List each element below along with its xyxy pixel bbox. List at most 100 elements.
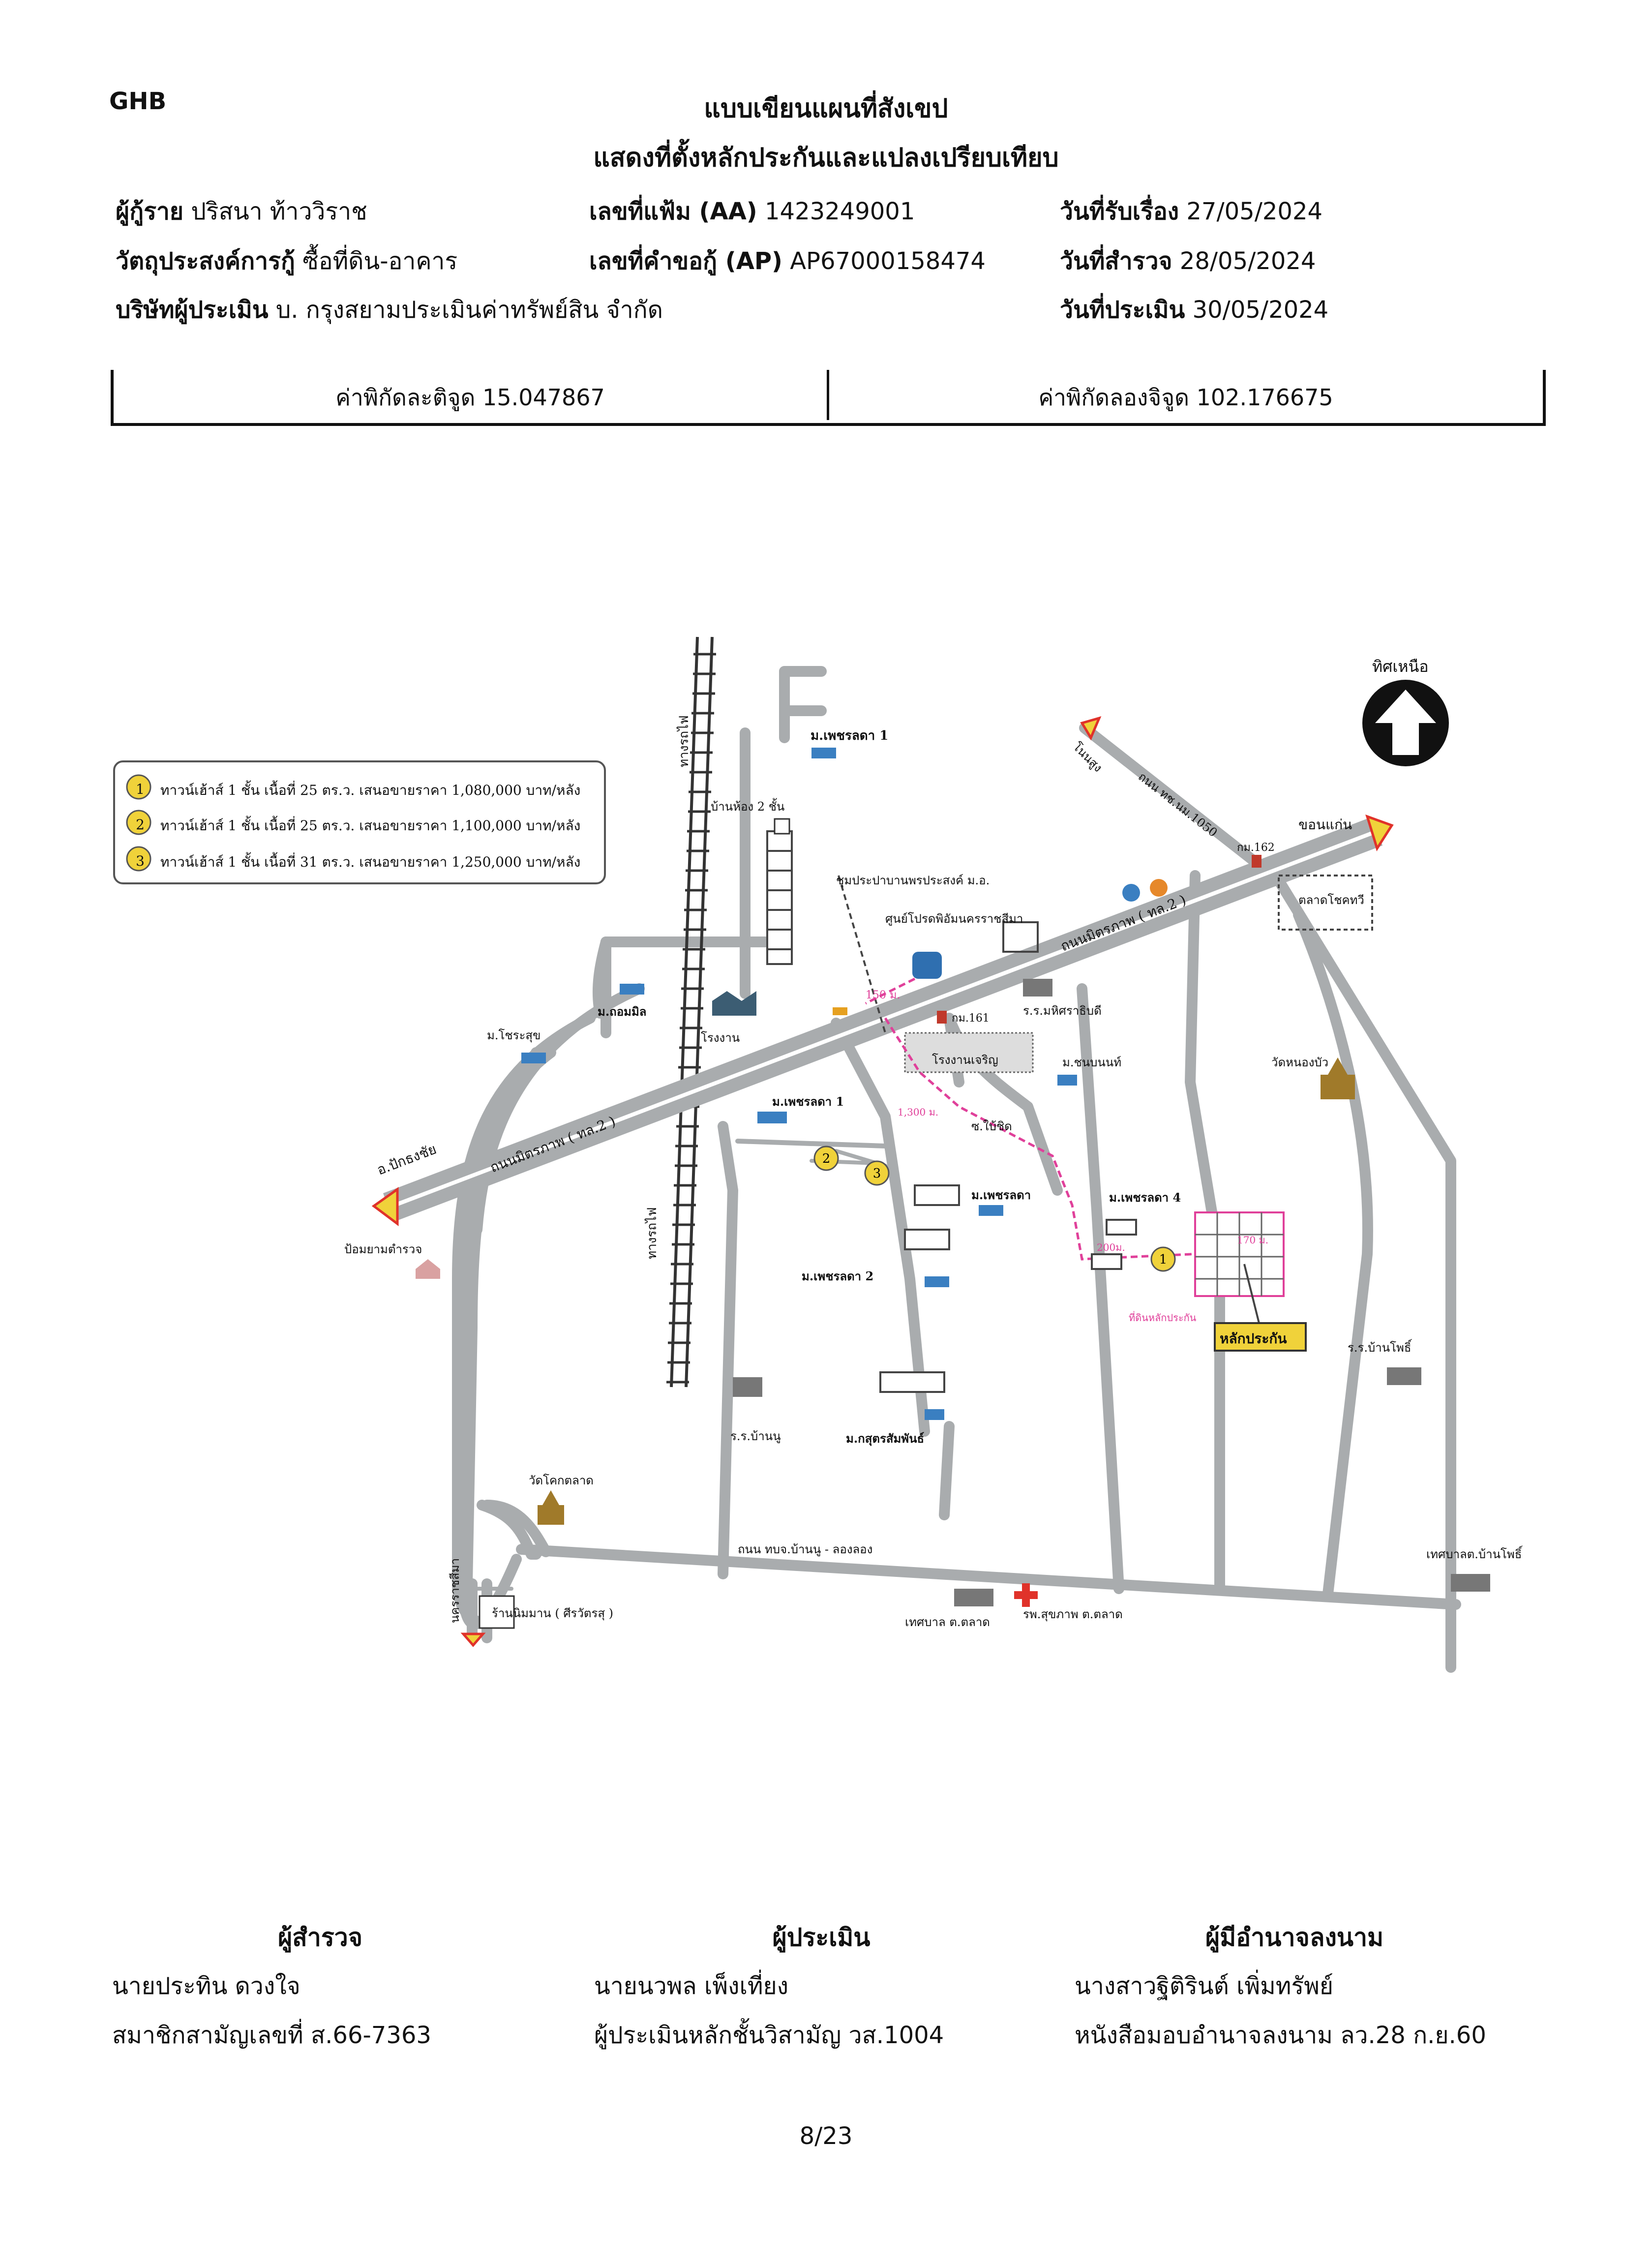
arrow-khon-kaen-icon	[1365, 814, 1394, 851]
title-line-2: แสดงที่ตั้งหลักประกันและแปลงเปรียบเทียบ	[593, 143, 1059, 173]
label-moo-phet-1-top: ม.เพชรลดา 1	[811, 728, 889, 743]
survey-value: 28/05/2024	[1179, 247, 1316, 275]
file-no-row: เลขที่แฟ้ม (AA) 1423249001	[589, 193, 915, 230]
latitude-label: ค่าพิกัดละติจูด	[335, 384, 476, 411]
request-no-value: AP67000158474	[790, 247, 986, 275]
appraise-date-row: วันที่ประเมิน 30/05/2024	[1060, 291, 1328, 329]
label-khon-kaen: ขอนแก่น	[1298, 816, 1352, 833]
label-km161: กม.161	[952, 1012, 990, 1025]
label-moo-phet-1-mid: ม.เพชรลดา 1	[772, 1094, 844, 1109]
compare-markers: 2 3 1	[813, 1146, 1176, 1272]
longitude-label: ค่าพิกัดลองจิจูด	[1038, 384, 1190, 411]
coordinates-box: ค่าพิกัดละติจูด 15.047867 ค่าพิกัดลองจิจ…	[111, 370, 1546, 426]
legend-item-2: ทาวน์เฮ้าส์ 1 ชั้น เนื้อที่ 25 ตร.ว. เสน…	[160, 817, 581, 834]
title-line-1: แบบเขียนแผนที่สังเขป	[704, 94, 948, 123]
request-no-row: เลขที่คำขอกู้ (AP) AP67000158474	[589, 242, 986, 280]
survey-date-row: วันที่สำรวจ 28/05/2024	[1060, 242, 1316, 280]
arrow-nakhon-icon	[460, 1632, 486, 1647]
latitude-value: 15.047867	[482, 384, 605, 411]
received-value: 27/05/2024	[1186, 198, 1323, 225]
label-utility-center: ชุมประปาบานพรประสงค์ ม.อ.	[836, 874, 990, 887]
survey-label: วันที่สำรวจ	[1060, 247, 1172, 275]
label-health: รพ.สุขภาพ ต.ตลาด	[1023, 1607, 1123, 1621]
appraiser-detail: ผู้ประเมินหลักชั้นวิสามัญ วส.1004	[594, 2022, 944, 2049]
railway	[666, 636, 716, 1388]
label-dist-200: 200ม.	[1097, 1241, 1125, 1253]
label-moo-phet: ม.เพชรลดา	[971, 1188, 1031, 1202]
label-moo-phet-2: ม.เพชรลดา 2	[802, 1269, 874, 1283]
legend-item-1: ทาวน์เฮ้าส์ 1 ชั้น เนื้อที่ 25 ตร.ว. เสน…	[160, 782, 581, 798]
legend-num-1: 1	[136, 781, 145, 797]
arrow-pak-thong-chai-icon	[371, 1187, 399, 1226]
route-to-asset	[865, 977, 1235, 1261]
appraiser-company-value: บ. กรุงสยามประเมินค่าทรัพย์สิน จำกัด	[275, 296, 663, 324]
file-no-label: เลขที่แฟ้ม (AA)	[589, 198, 757, 225]
received-label: วันที่รับเรื่อง	[1060, 198, 1179, 225]
page-number: 8/23	[799, 2122, 853, 2150]
label-dist-1300: 1,300 ม.	[898, 1106, 939, 1118]
school-center-box	[1002, 921, 1039, 953]
label-moo-phet-4: ม.เพชรลดา 4	[1109, 1190, 1181, 1205]
subject-plot	[1194, 1211, 1285, 1297]
label-nakhon-road: นครราชสีมา	[448, 1558, 462, 1623]
longitude-cell: ค่าพิกัดลองจิจูด 102.176675	[829, 380, 1542, 416]
label-ban-hong: บ้านห้อง 2 ชั้น	[711, 800, 785, 814]
borrower-row: ผู้กู้ราย ปริสนา ท้าววิราช	[116, 193, 367, 230]
housing-blocks	[766, 830, 1137, 1393]
purpose-label: วัตถุประสงค์การกู้	[116, 247, 295, 275]
label-school-mahit: ร.ร.มหิศราธิบดี	[1023, 1004, 1102, 1018]
label-moo-kasert: ม.กสุตรสัมพันธ์	[846, 1431, 925, 1446]
label-shop-nakhon: ร้านนิมมาน ( ศีรวัตรสุ )	[492, 1606, 614, 1620]
legend-num-3: 3	[136, 853, 145, 869]
label-market: ตลาดโชคทวี	[1298, 893, 1364, 907]
label-factory-2: โรงงานเจริญ	[932, 1053, 998, 1067]
label-factory: โรงงาน	[701, 1031, 740, 1045]
coordinates-divider	[827, 370, 829, 420]
longitude-value: 102.176675	[1196, 384, 1333, 411]
legend-markers	[126, 774, 151, 872]
label-dist-150: 150 ม.	[866, 989, 901, 1001]
appraiser-company-row: บริษัทผู้ประเมิน บ. กรุงสยามประเมินค่าทร…	[116, 291, 663, 329]
arrow-non-sung-icon	[1080, 716, 1102, 741]
north-label: ทิศเหนือ	[1372, 657, 1429, 676]
appraiser-heading: ผู้ประเมิน	[772, 1923, 871, 1952]
label-police-box: ป้อมยามตำรวจ	[344, 1242, 422, 1256]
surveyor-name: นายประทิน ดวงใจ	[112, 1972, 300, 2000]
label-dist-170: 170 ม.	[1237, 1234, 1269, 1246]
dashed-boundary	[838, 875, 886, 1033]
request-no-label: เลขที่คำขอกู้ (AP)	[589, 247, 782, 275]
surveyor-detail: สมาชิกสามัญเลขที่ ส.66-7363	[112, 2022, 431, 2049]
nakhon-box	[479, 1595, 515, 1629]
highway-mittraphap	[383, 817, 1383, 1222]
label-moo-chonnabot: ม.ชนบนนท์	[1062, 1056, 1122, 1069]
label-school-ban-nu: ร.ร.บ้านนู	[730, 1429, 781, 1443]
file-no-value: 1423249001	[764, 198, 915, 225]
borrower-value: ปริสนา ท้าววิราช	[191, 198, 367, 225]
latitude-cell: ค่าพิกัดละติจูด 15.047867	[114, 380, 827, 416]
borrower-label: ผู้กู้ราย	[116, 198, 184, 225]
purpose-row: วัตถุประสงค์การกู้ ซื้อที่ดิน-อาคาร	[116, 242, 457, 280]
purpose-value: ซื้อที่ดิน-อาคาร	[302, 247, 458, 275]
appraiser-name: นายนวพล เพ็งเที่ยง	[594, 1972, 789, 2000]
svg-text:2: 2	[822, 1151, 831, 1166]
label-asset-note: ที่ดินหลักประกัน	[1129, 1312, 1197, 1324]
label-school-ban-pho: ร.ร.บ้านโพธิ์	[1348, 1341, 1412, 1355]
landmark-icons	[416, 748, 1490, 1607]
authorized-heading: ผู้มีอำนาจลงนาม	[1205, 1923, 1384, 1952]
label-km162: กม.162	[1237, 842, 1275, 854]
asset-pointer-line	[1243, 1264, 1260, 1324]
surveyor-heading: ผู้สำรวจ	[277, 1923, 363, 1952]
market-lot	[1278, 875, 1373, 931]
north-arrow-icon	[1362, 680, 1449, 766]
label-railway-2: ทางรถไฟ	[645, 1207, 660, 1259]
legend-item-3: ทาวน์เฮ้าส์ 1 ชั้น เนื้อที่ 31 ตร.ว. เสน…	[160, 854, 581, 870]
label-moo-chaisuk: ม.โชระสุข	[487, 1028, 541, 1042]
label-wat-tai: วัดโคกตลาด	[529, 1474, 594, 1487]
appraise-label: วันที่ประเมิน	[1060, 296, 1185, 324]
appraiser-company-label: บริษัทผู้ประเมิน	[116, 296, 269, 324]
label-railway-1: ทางรถไฟ	[677, 715, 691, 767]
authorized-name: นางสาวฐิติรินต์ เพิ่มทรัพย์	[1075, 1972, 1333, 2000]
asset-label-box	[1214, 1322, 1307, 1352]
appraise-value: 30/05/2024	[1192, 296, 1329, 324]
